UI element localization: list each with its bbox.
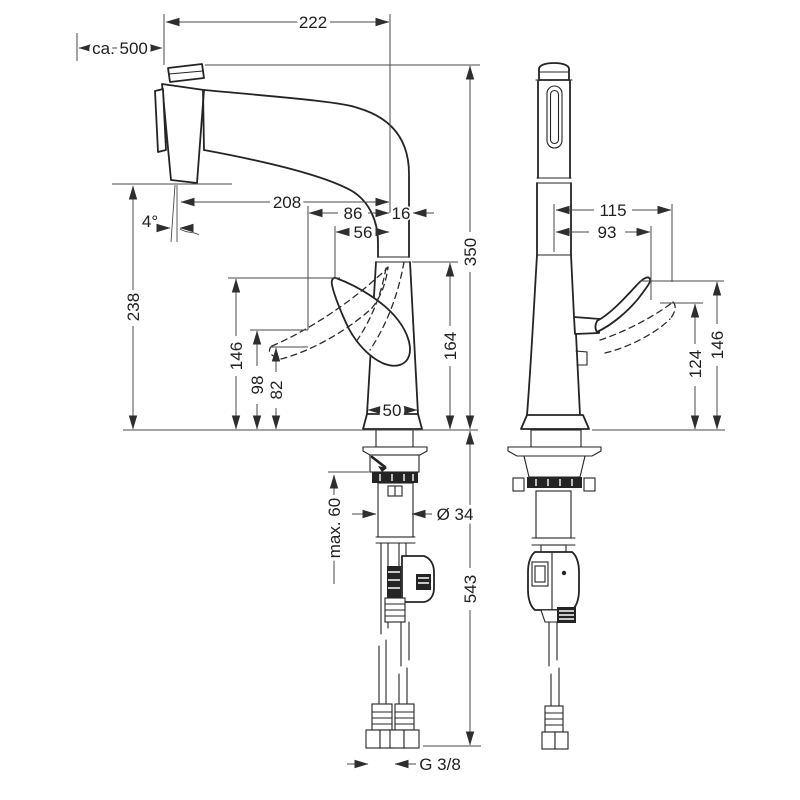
hose-right-nut-b	[403, 729, 420, 749]
front-column-upper	[537, 80, 571, 179]
hose-left-nut-a	[365, 729, 381, 749]
front-diverter-valve	[527, 551, 580, 611]
dim-label-outlet-height: 164	[441, 332, 460, 360]
dimension-lines	[78, 17, 722, 769]
hose-left	[378, 542, 389, 705]
front-valve-box-slits	[559, 610, 574, 620]
hose-right-nut-a	[389, 729, 405, 749]
mount-nut	[372, 472, 418, 483]
valve-lower-ribs	[384, 603, 406, 617]
front-column-band	[536, 177, 572, 184]
diverter-port	[416, 574, 431, 590]
front-view-faucet	[507, 62, 676, 750]
front-shank	[535, 490, 572, 539]
hose-right-crimp-ribs	[394, 711, 415, 725]
shank-collar	[375, 536, 416, 544]
dim-label-base-width: 50	[383, 401, 402, 420]
dim-label-handle-height-right: 146	[708, 331, 727, 359]
hose-ferrule	[387, 566, 401, 598]
side-view-faucet	[154, 63, 435, 749]
spray-head-cap-seam	[168, 70, 204, 75]
dim-label-handle-reach: 56	[354, 223, 373, 242]
spray-head-joint	[202, 89, 205, 151]
dim-label-shank-diameter: Ø 34	[437, 505, 474, 524]
front-mount-nut	[527, 477, 582, 488]
dim-label-spray-tilt: 4°	[142, 212, 158, 231]
tilt-angle-line	[170, 184, 176, 243]
lever-handle-front	[594, 276, 652, 333]
dim-label-front-handle-low: 124	[686, 350, 705, 378]
front-body-right-edge	[570, 254, 581, 416]
front-mount-cone	[523, 455, 586, 478]
front-hose-nut-a	[541, 731, 556, 750]
body-right-edge	[409, 261, 419, 415]
select-slot-outer	[546, 85, 563, 149]
dim-label-total-height: 350	[461, 238, 480, 266]
front-shank-collar	[531, 537, 576, 546]
hose-path-dashed-1	[369, 261, 405, 351]
front-cap-seams	[535, 71, 573, 81]
dim-label-hose-drop: 543	[461, 575, 480, 603]
hose-right-crimp	[394, 703, 415, 731]
front-mount-nut-teeth	[535, 479, 573, 486]
lever-boss	[573, 316, 601, 335]
dimension-labels: ca. 500 222 208 86 16 56 4° 238 146 98 8…	[89, 10, 731, 778]
front-base-plinth	[520, 414, 590, 430]
spout-top-edge	[203, 89, 410, 258]
front-hose-nut-b	[554, 731, 569, 750]
mount-nut-teeth	[379, 474, 414, 481]
dim-label-pullout-hose: ca. 500	[92, 39, 148, 58]
hose-left-crimp-ribs	[371, 711, 393, 725]
dim-label-front-reach-open: 115	[599, 201, 626, 220]
dim-label-handle-reach-open: 86	[344, 204, 363, 223]
front-tab-left	[512, 477, 525, 492]
spout-neck-joint	[375, 256, 411, 263]
dim-label-spray-reach: 208	[273, 193, 301, 212]
mount-box	[369, 454, 420, 473]
tilt-leader-curl	[179, 228, 200, 236]
mount-screw	[370, 455, 387, 469]
reference-lines	[76, 14, 725, 747]
tailpiece-block	[375, 429, 414, 448]
hose-left-crimp	[371, 703, 393, 731]
lever-front-dashed-tip	[669, 301, 676, 320]
dim-label-handle-low-height: 82	[267, 381, 286, 400]
front-tailpiece-block	[530, 429, 582, 448]
spray-head-front-strip	[154, 88, 167, 153]
hose-ferrule-ribs	[388, 571, 400, 589]
lever-alt-dashed-bottom	[280, 266, 389, 360]
dim-label-handle-mid-height: 98	[248, 376, 267, 395]
front-valve-port-inner	[534, 565, 546, 583]
front-valve-pin	[561, 570, 567, 576]
front-mount-washer	[507, 446, 602, 457]
spray-head	[161, 83, 205, 184]
mount-washer	[362, 446, 428, 456]
front-body-left-edge	[526, 254, 538, 416]
dim-label-total-reach: 222	[299, 13, 327, 32]
dim-label-handle-height-left: 146	[227, 342, 246, 370]
mount-screw-tip	[378, 466, 387, 472]
lever-handle	[330, 276, 411, 367]
front-collar-block	[540, 544, 567, 553]
dim-label-outlet-offset: 16	[392, 204, 411, 223]
spout-bottom-edge	[203, 149, 379, 258]
front-valve-port-outer	[531, 561, 549, 587]
select-slot-inner	[549, 89, 560, 145]
lever-alt-dashed-tip	[268, 345, 282, 360]
front-hose-crimp-ribs	[544, 712, 564, 726]
front-tab-right	[583, 477, 596, 492]
front-column-lower	[536, 182, 572, 256]
front-hose	[548, 621, 560, 707]
hose-right-lower	[398, 621, 410, 705]
dim-label-front-reach: 93	[598, 223, 617, 242]
body-step	[575, 350, 588, 366]
dim-label-spray-height: 238	[124, 293, 143, 321]
body-base-plinth	[362, 413, 423, 430]
dim-label-counter-thickness: max. 60	[325, 498, 344, 558]
lever-front-dashed-bottom	[604, 318, 671, 354]
lever-front-dashed-top	[599, 301, 674, 341]
dim-label-connection-thread: G 3/8	[419, 755, 461, 774]
diverter-port-slits	[418, 577, 429, 584]
